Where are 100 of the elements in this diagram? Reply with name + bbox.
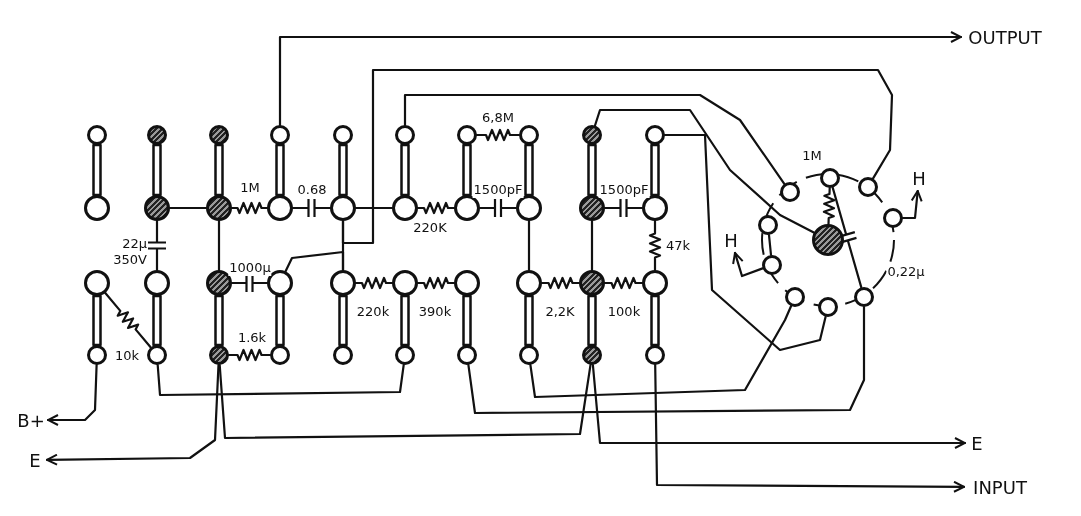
hatched-terminal-post — [209, 125, 229, 145]
hatched-terminal-post — [206, 270, 232, 296]
terminal-post — [454, 195, 480, 221]
terminal-post — [87, 345, 107, 365]
terminal-rail — [152, 143, 162, 197]
terminal-post — [270, 345, 290, 365]
socket-pin — [762, 255, 782, 275]
capacitor — [291, 206, 332, 210]
hatched-terminal-post — [209, 345, 229, 365]
terminal-rail — [92, 143, 102, 197]
socket-pin — [758, 215, 778, 235]
terminal-rail — [650, 294, 660, 347]
wire-arrow — [46, 363, 98, 426]
component-value: 1000μ — [228, 260, 272, 276]
component-value: 6,8M — [481, 110, 515, 126]
wire — [593, 108, 815, 234]
resistor — [416, 276, 456, 290]
terminal-rail — [214, 143, 224, 197]
terminal-rail — [400, 143, 410, 197]
component-value: 2,2K — [544, 304, 576, 320]
capacitor — [230, 281, 269, 285]
wire-arrow — [901, 189, 923, 220]
hatched-terminal-post — [144, 195, 170, 221]
wire — [767, 233, 773, 257]
terminal-post — [84, 195, 110, 221]
socket-pin — [780, 182, 800, 202]
terminal-post — [645, 345, 665, 365]
resistor — [104, 291, 152, 349]
hatched-terminal-post — [582, 345, 602, 365]
terminal-post — [395, 125, 415, 145]
terminal-post — [147, 345, 167, 365]
terminal-post — [87, 125, 107, 145]
hatched-terminal-post — [582, 125, 602, 145]
terminal-post — [642, 195, 668, 221]
wire-arrow — [732, 251, 764, 278]
capacitor — [603, 206, 644, 210]
wire — [156, 363, 405, 397]
wire — [467, 305, 866, 415]
terminal-label: OUTPUT — [963, 25, 1047, 49]
terminal-post — [519, 125, 539, 145]
terminal-post — [519, 345, 539, 365]
terminal-post — [516, 195, 542, 221]
socket-pin — [854, 287, 874, 307]
wire — [218, 363, 592, 440]
terminal-post — [84, 270, 110, 296]
resistor — [540, 276, 581, 290]
terminal-rail — [338, 294, 348, 347]
capacitor — [155, 219, 159, 272]
socket-pin — [858, 177, 878, 197]
terminal-label: INPUT — [966, 475, 1034, 499]
wire-arrow — [654, 363, 966, 493]
terminal-rail — [462, 294, 472, 347]
wire-arrow — [278, 31, 963, 127]
terminal-rail — [275, 143, 285, 197]
wire — [403, 93, 786, 185]
resistor — [648, 219, 662, 272]
terminal-rail — [275, 294, 285, 347]
resistor — [416, 201, 456, 215]
socket-pin — [883, 208, 903, 228]
terminal-post — [392, 195, 418, 221]
socket-center-post — [812, 224, 844, 256]
terminal-rail — [152, 294, 162, 347]
terminal-rail — [524, 143, 534, 197]
resistor — [822, 186, 836, 226]
terminal-label: E — [25, 448, 45, 472]
resistor — [354, 276, 394, 290]
terminal-post — [642, 270, 668, 296]
terminal-post — [144, 270, 170, 296]
hatched-terminal-post — [579, 270, 605, 296]
hatched-terminal-post — [206, 195, 232, 221]
resistor — [227, 348, 272, 362]
terminal-rail — [400, 294, 410, 347]
terminal-label: B+ — [16, 408, 46, 432]
terminal-post — [333, 345, 353, 365]
capacitor — [478, 206, 518, 210]
wire — [663, 133, 827, 352]
wire — [590, 219, 594, 272]
component-value: 0,22μ — [886, 264, 926, 280]
wire — [354, 206, 394, 210]
terminal-post — [270, 125, 290, 145]
wire — [284, 250, 345, 273]
terminal-rail — [650, 143, 660, 197]
component-value: 1500pF — [472, 182, 524, 198]
socket-pin — [818, 297, 838, 317]
component-value: 1500pF — [598, 182, 650, 198]
terminal-post — [267, 195, 293, 221]
terminal-label: E — [967, 431, 987, 455]
wire-arrow — [45, 363, 220, 466]
capacitor — [831, 186, 863, 289]
terminal-rail — [338, 143, 348, 197]
terminal-post — [330, 195, 356, 221]
resistor — [230, 201, 269, 215]
terminal-post — [516, 270, 542, 296]
terminal-label: H — [909, 167, 929, 189]
terminal-post — [457, 345, 477, 365]
terminal-post — [457, 125, 477, 145]
socket-pin — [820, 168, 840, 188]
terminal-rail — [587, 143, 597, 197]
terminal-post — [392, 270, 418, 296]
terminal-rail — [214, 294, 224, 347]
